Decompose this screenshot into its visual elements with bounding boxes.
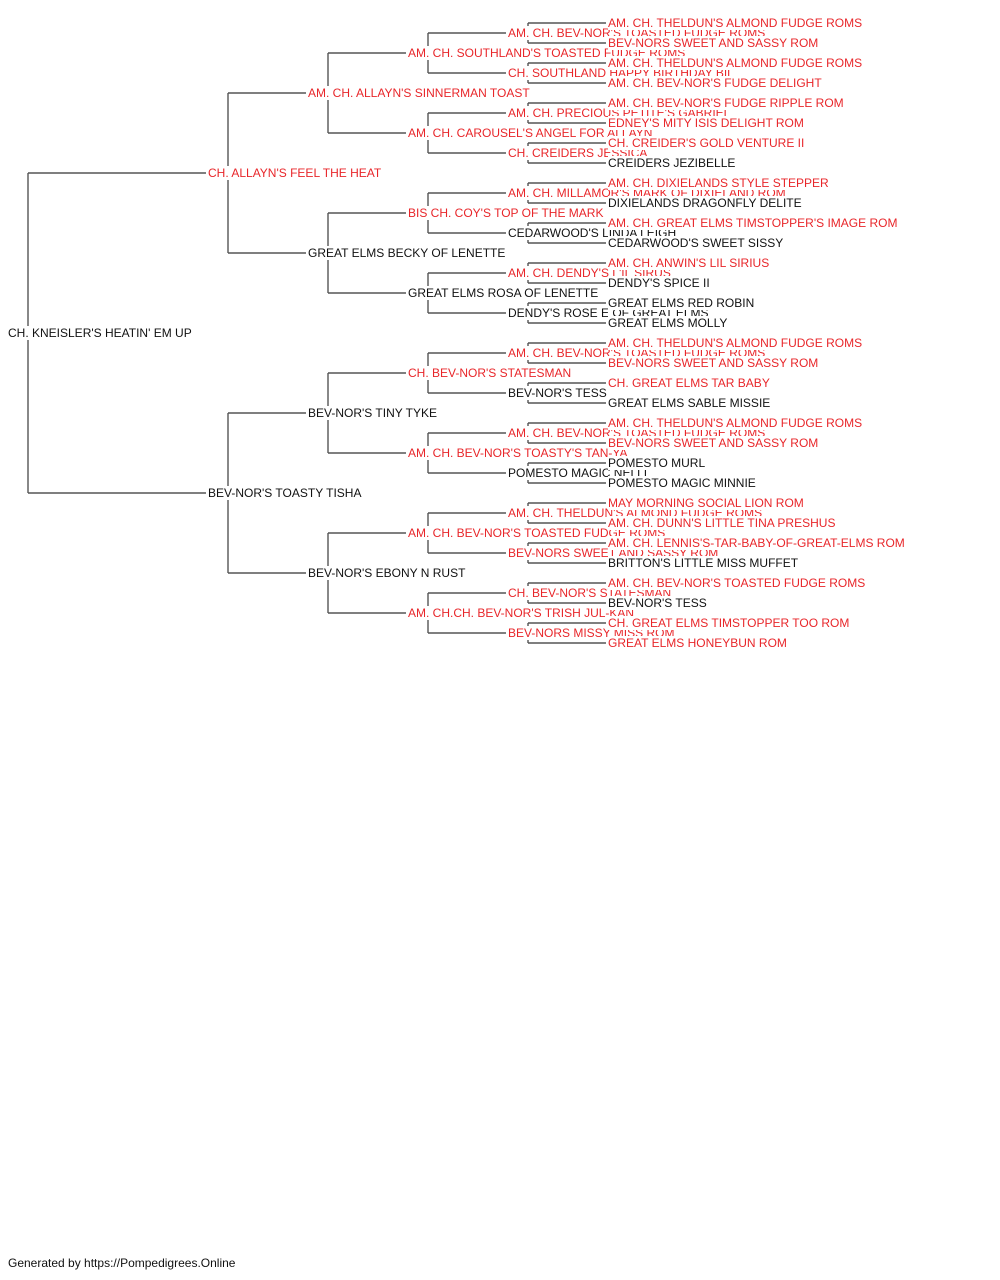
ancestor-name: EDNEY'S MITY ISIS DELIGHT ROM xyxy=(608,116,806,130)
ancestor-name: POMESTO MURL xyxy=(608,456,708,470)
ancestor-name: AM. CH. ANWIN'S LIL SIRIUS xyxy=(608,256,772,270)
ancestor-name: GREAT ELMS ROSA OF LENETTE xyxy=(408,286,601,300)
ancestor-name: AM. CH. DIXIELANDS STYLE STEPPER xyxy=(608,176,831,190)
ancestor-name: CH. BEV-NOR'S STATESMAN xyxy=(408,366,574,380)
ancestor-name: BEV-NOR'S TESS xyxy=(508,386,609,400)
ancestor-name: AM. CH. THELDUN'S ALMOND FUDGE ROMS xyxy=(608,416,865,430)
ancestor-name: AM. CH. CAROUSEL'S ANGEL FOR ALLAYN xyxy=(408,126,655,140)
ancestor-name: CH. GREAT ELMS TAR BABY xyxy=(608,376,772,390)
ancestor-name: CEDARWOOD'S SWEET SISSY xyxy=(608,236,786,250)
ancestor-name: AM. CH. BEV-NOR'S TOASTED FUDGE ROMS xyxy=(408,526,668,540)
ancestor-name: AM. CH. BEV-NOR'S TOASTED FUDGE ROMS xyxy=(608,576,868,590)
ancestor-name: AM. CH. ALLAYN'S SINNERMAN TOAST xyxy=(308,86,532,100)
ancestor-name: AM. CH. GREAT ELMS TIMSTOPPER'S IMAGE RO… xyxy=(608,216,900,230)
ancestor-name: AM. CH. BEV-NOR'S TOASTY'S TAN-YA xyxy=(408,446,630,460)
ancestor-name: DENDY'S SPICE II xyxy=(608,276,712,290)
ancestor-name: MAY MORNING SOCIAL LION ROM xyxy=(608,496,806,510)
ancestor-name: AM. CH. DUNN'S LITTLE TINA PRESHUS xyxy=(608,516,838,530)
ancestor-name: BEV-NOR'S EBONY N RUST xyxy=(308,566,468,580)
ancestor-name: DIXIELANDS DRAGONFLY DELITE xyxy=(608,196,804,210)
ancestor-name: CH. ALLAYN'S FEEL THE HEAT xyxy=(208,166,384,180)
ancestor-name: GREAT ELMS RED ROBIN xyxy=(608,296,757,310)
subject-dog-name: CH. KNEISLER'S HEATIN' EM UP xyxy=(8,326,194,340)
ancestor-name: BEV-NORS SWEET AND SASSY ROM xyxy=(608,36,821,50)
ancestor-name: AM. CH. THELDUN'S ALMOND FUDGE ROMS xyxy=(608,336,865,350)
ancestor-name: BEV-NOR'S TESS xyxy=(608,596,709,610)
ancestor-name: GREAT ELMS HONEYBUN ROM xyxy=(608,636,789,650)
ancestor-name: GREAT ELMS MOLLY xyxy=(608,316,730,330)
ancestor-name: CREIDERS JEZIBELLE xyxy=(608,156,738,170)
ancestor-name: AM. CH. THELDUN'S ALMOND FUDGE ROMS xyxy=(608,56,865,70)
footer-credit: Generated by https://Pompedigrees.Online xyxy=(8,1256,236,1270)
ancestor-name: BEV-NOR'S TINY TYKE xyxy=(308,406,439,420)
ancestor-name: GREAT ELMS BECKY OF LENETTE xyxy=(308,246,508,260)
ancestor-name: CH. CREIDER'S GOLD VENTURE II xyxy=(608,136,807,150)
ancestor-name: BIS CH. COY'S TOP OF THE MARK xyxy=(408,206,606,220)
ancestor-name: POMESTO MAGIC MINNIE xyxy=(608,476,758,490)
ancestor-name: BEV-NORS SWEET AND SASSY ROM xyxy=(608,356,821,370)
ancestor-name: BEV-NOR'S TOASTY TISHA xyxy=(208,486,364,500)
ancestor-name: AM. CH.CH. BEV-NOR'S TRISH JUL-KAN xyxy=(408,606,637,620)
ancestor-name: AM. CH. BEV-NOR'S FUDGE RIPPLE ROM xyxy=(608,96,846,110)
ancestor-name: BEV-NORS SWEET AND SASSY ROM xyxy=(608,436,821,450)
ancestor-name: AM. CH. LENNIS'S-TAR-BABY-OF-GREAT-ELMS … xyxy=(608,536,907,550)
ancestor-name: CH. GREAT ELMS TIMSTOPPER TOO ROM xyxy=(608,616,852,630)
ancestor-name: AM. CH. BEV-NOR'S FUDGE DELIGHT xyxy=(608,76,824,90)
ancestor-name: GREAT ELMS SABLE MISSIE xyxy=(608,396,773,410)
ancestor-name: BRITTON'S LITTLE MISS MUFFET xyxy=(608,556,801,570)
ancestor-name: AM. CH. THELDUN'S ALMOND FUDGE ROMS xyxy=(608,16,865,30)
